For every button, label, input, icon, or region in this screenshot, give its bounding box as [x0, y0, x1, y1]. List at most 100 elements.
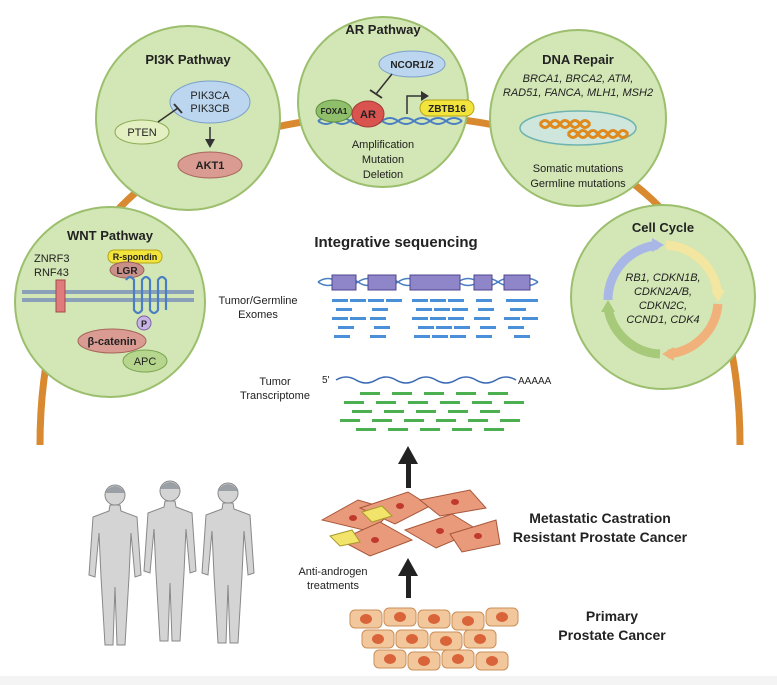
dna-double-helix-left-2 [538, 119, 592, 129]
upward-arrow-top-shaft [406, 460, 411, 488]
sequencing-read [522, 317, 538, 320]
cycle-arc-blue [603, 240, 659, 301]
pten-label: PTEN [127, 127, 156, 139]
upward-arrow-bottom [398, 558, 418, 598]
human-figure-left [88, 484, 142, 646]
sequencing-read [420, 428, 440, 431]
mcrpc-label-line-2: Resistant Prostate Cancer [513, 529, 688, 545]
sequencing-read [350, 299, 366, 302]
metastatic-cells-cluster [320, 489, 501, 557]
sequencing-read [376, 401, 396, 404]
sequencing-read [360, 392, 380, 395]
ncor-inhibit-bar [369, 89, 383, 99]
sequencing-read [388, 428, 408, 431]
sequencing-read [344, 401, 364, 404]
sequencing-read [440, 401, 460, 404]
ar-title: AR Pathway [345, 22, 421, 37]
sequencing-read [370, 335, 386, 338]
akt1-ellipse [177, 151, 243, 179]
sequencing-read [472, 401, 492, 404]
pi3k-arrow-head [205, 139, 215, 148]
cell-nucleus [371, 537, 379, 543]
ar-ellipse [351, 100, 385, 128]
sequencing-read [484, 428, 504, 431]
exon-3 [409, 274, 461, 291]
pi3k-pathway-panel: PI3K Pathway PIK3CA PIK3CB PTEN AKT1 [95, 25, 281, 211]
integrative-sequencing-panel: Integrative sequencing Tumor/Germline Ex… [218, 234, 552, 431]
rna-reads-group [340, 392, 524, 431]
primary-cell-nucleus [360, 614, 372, 624]
somatic-mutations-label: Somatic mutations [533, 163, 624, 175]
phospho-label: P [141, 319, 147, 329]
cell-nucleus [474, 533, 482, 539]
primary-cell-nucleus [406, 634, 418, 644]
beta-catenin-label: β-catenin [88, 336, 137, 348]
cycle-arc-green [603, 307, 661, 359]
cell-cycle-title: Cell Cycle [632, 220, 694, 235]
beta-catenin-ellipse [77, 328, 147, 354]
cell-nucleus [451, 499, 459, 505]
cell-cycle-genes-line-3: CDKN2C, [639, 300, 687, 312]
pten-ellipse [114, 119, 170, 145]
sequencing-read [452, 428, 472, 431]
dna-repair-panel: DNA Repair BRCA1, BRCA2, ATM, RAD51, FAN… [489, 29, 667, 207]
sequencing-read [432, 335, 448, 338]
ar-transcription-arrow [406, 95, 424, 114]
primary-cells-cluster [349, 607, 519, 671]
sequencing-read [454, 326, 470, 329]
mrna-strand [335, 376, 517, 384]
wnt-pathway-panel: WNT Pathway ZNRF3 RNF43 R-spondin LGR P … [14, 206, 206, 398]
lgr-seven-pass-receptor [125, 275, 168, 315]
pik3-ellipse [169, 80, 251, 124]
sequencing-read [418, 326, 434, 329]
exon-2 [367, 274, 397, 291]
pten-inhibit-line [157, 107, 179, 123]
ar-alteration-deletion: Deletion [363, 169, 403, 181]
sequencing-read [504, 401, 524, 404]
sequencing-read [510, 308, 526, 311]
pik3ca-label: PIK3CA [190, 90, 230, 102]
sequencing-read [480, 410, 500, 413]
sequencing-read [504, 317, 520, 320]
wnt-title: WNT Pathway [67, 228, 154, 243]
pik3cb-label: PIK3CB [190, 103, 229, 115]
transcriptome-label-line-1: Tumor [259, 376, 291, 388]
cell-cycle-genes-line-1: RB1, CDKN1B, [625, 272, 700, 284]
apc-ellipse [122, 349, 168, 373]
rnf43-label: RNF43 [34, 267, 69, 279]
sequencing-read [412, 299, 428, 302]
upward-arrow-top [398, 446, 418, 488]
dna-double-helix-right-2 [566, 129, 630, 139]
primary-cell-nucleus [474, 634, 486, 644]
germline-mutations-label: Germline mutations [530, 178, 626, 190]
akt1-label: AKT1 [196, 160, 225, 172]
exomes-label-line-2: Exomes [238, 309, 278, 321]
pi3k-title: PI3K Pathway [145, 52, 231, 67]
sequencing-read [404, 419, 424, 422]
sequencing-read [506, 299, 522, 302]
sequencing-read [430, 317, 446, 320]
metastatic-cell-highlight [361, 505, 393, 523]
cell-nucleus [436, 528, 444, 534]
exon-4 [473, 274, 493, 291]
sequencing-read [424, 392, 444, 395]
cell-membrane-outer [22, 290, 194, 294]
transcriptome-label-line-2: Transcriptome [240, 390, 310, 402]
sequencing-read [336, 308, 352, 311]
primary-cell-nucleus [372, 634, 384, 644]
primary-cell-nucleus [440, 636, 452, 646]
r-spondin-label: R-spondin [113, 252, 158, 262]
sequencing-read [508, 326, 524, 329]
sequencing-read [370, 317, 386, 320]
sequencing-read [356, 428, 376, 431]
treatment-label-line-1: Anti-androgen [298, 566, 367, 578]
ar-alteration-mutation: Mutation [362, 154, 404, 166]
primary-cell-nucleus [418, 656, 430, 666]
ncor-inhibit-line [375, 73, 393, 95]
human-figure-middle [143, 480, 197, 642]
cell-cycle-circle [570, 204, 756, 390]
sequencing-read [434, 308, 450, 311]
ar-alteration-amplification: Amplification [352, 139, 414, 151]
primary-cell-nucleus [452, 654, 464, 664]
